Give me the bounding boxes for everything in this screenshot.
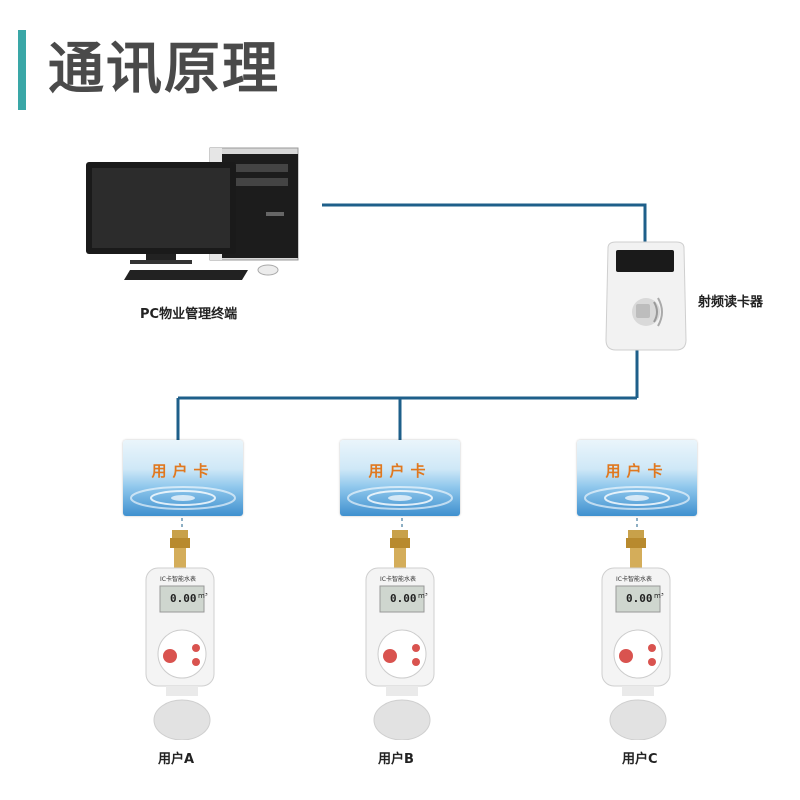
title-accent-bar	[18, 30, 26, 110]
meter-reading: 0.00	[390, 592, 417, 605]
user-label-b: 用户B	[378, 752, 414, 767]
water-ripple-icon	[347, 486, 453, 510]
pc-to-reader-line	[322, 203, 647, 244]
pc-icon	[86, 147, 299, 280]
water-ripple-icon	[130, 486, 236, 510]
meter-brand: IC卡智能水表	[616, 576, 652, 583]
water-meter-c: IC卡智能水表 0.00 m³	[598, 530, 678, 741]
meter-unit: m³	[418, 592, 428, 600]
user-card-c: 用户卡	[577, 440, 697, 516]
card-label: 用户卡	[368, 462, 432, 480]
user-label-c: 用户C	[622, 752, 658, 767]
reader-icon	[605, 241, 687, 351]
user-card-b: 用户卡	[340, 440, 460, 516]
meter-reading: 0.00	[626, 592, 653, 605]
meter-brand: IC卡智能水表	[160, 576, 196, 583]
user-label-a: 用户A	[158, 752, 195, 767]
water-meter-a: IC卡智能水表 0.00 m³	[142, 530, 222, 741]
water-ripple-icon	[584, 486, 690, 510]
meter-reading: 0.00	[170, 592, 197, 605]
card-label: 用户卡	[605, 462, 669, 480]
meter-brand: IC卡智能水表	[380, 576, 416, 583]
meter-unit: m³	[198, 592, 208, 600]
water-meter-b: IC卡智能水表 0.00 m³	[362, 530, 442, 741]
user-card-a: 用户卡	[123, 440, 243, 516]
pc-label: PC物业管理终端	[140, 307, 238, 322]
meter-unit: m³	[654, 592, 664, 600]
page-title: 通讯原理	[48, 37, 280, 102]
card-label: 用户卡	[151, 462, 215, 480]
reader-label: 射频读卡器	[698, 295, 764, 310]
